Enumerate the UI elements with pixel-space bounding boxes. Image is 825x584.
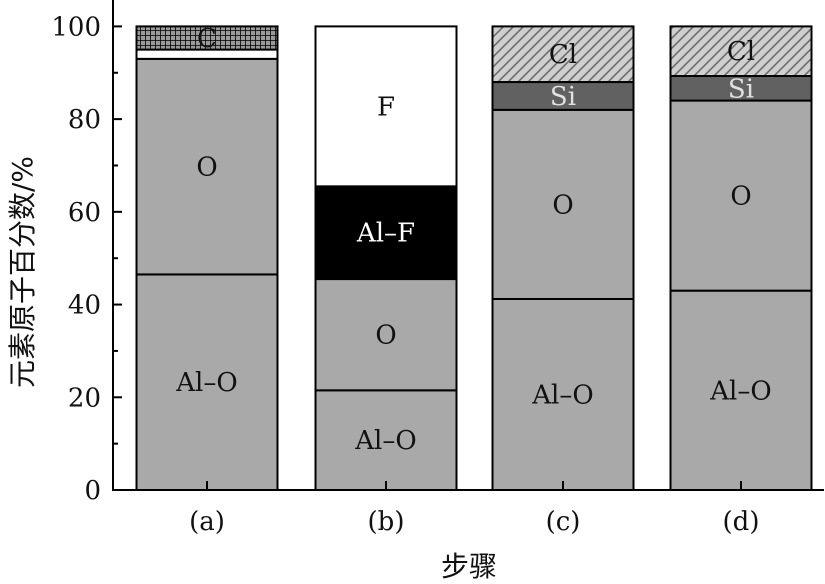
bar-segment — [491, 25, 635, 84]
x-tick-label: (b) — [368, 507, 405, 537]
bar-segment — [135, 273, 279, 491]
bar-segment — [314, 185, 458, 281]
bar-3: Al–O O Si Cl — [669, 25, 813, 492]
bar-2: Al–O O Si Cl — [491, 25, 635, 491]
segment-label: Cl — [727, 37, 755, 67]
bar-segment — [314, 25, 458, 188]
bar-segment — [135, 25, 279, 51]
segment-label: Al–O — [175, 368, 237, 398]
x-axis-title: 步骤 — [441, 550, 497, 583]
bar-segment — [669, 289, 813, 492]
segment-label: O — [552, 190, 573, 220]
bar-segment — [669, 25, 813, 78]
y-tick-label: 100 — [51, 12, 101, 42]
x-tick-label: (d) — [723, 507, 760, 537]
segment-label: Al–O — [709, 376, 771, 406]
y-tick-label: 60 — [68, 198, 101, 228]
segment-label: O — [196, 153, 217, 183]
y-tick-label: 20 — [68, 383, 101, 413]
bar-0: Al–O O C — [135, 24, 279, 491]
segment-label: F — [377, 92, 395, 122]
segment-label: Al–O — [354, 426, 416, 456]
y-tick-label: 80 — [68, 105, 101, 135]
bar-segment — [491, 81, 635, 111]
segment-label: Al–F — [356, 219, 415, 249]
x-tick-label: (a) — [189, 507, 225, 537]
bar-1: Al–O O Al–F F — [314, 25, 458, 491]
segment-label: C — [197, 24, 217, 54]
segment-label: O — [375, 321, 396, 351]
bar-segment — [135, 57, 279, 276]
y-tick-label: 0 — [84, 476, 101, 506]
y-tick-label: 40 — [68, 291, 101, 321]
axis-layer: 0 20 40 60 80 100 (a) (b) (c) (d) — [51, 0, 824, 537]
bar-segment — [491, 297, 635, 491]
y-axis-title: 元素原子百分数/% — [6, 156, 39, 388]
segment-label: O — [730, 182, 751, 212]
bar-segment — [314, 278, 458, 392]
segment-label: Si — [550, 82, 576, 112]
x-tick-label: (c) — [546, 507, 581, 537]
segment-label: Si — [728, 74, 754, 104]
segment-label: Al–O — [531, 380, 593, 410]
segment-label: Cl — [549, 40, 577, 70]
